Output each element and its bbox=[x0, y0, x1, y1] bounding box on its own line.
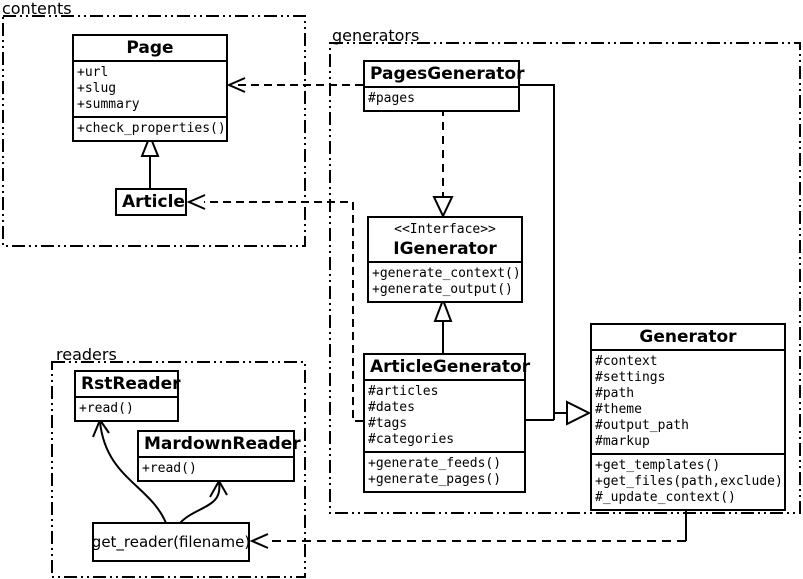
class-generator-title: Generator bbox=[639, 327, 737, 347]
package-label-contents: contents bbox=[2, 0, 72, 18]
generalization-articlegenerator-igenerator-triangle bbox=[433, 297, 453, 322]
class-pagesgenerator: PagesGenerator #pages bbox=[363, 60, 525, 112]
igenerator-method-generate-context: +generate_context() bbox=[372, 266, 521, 281]
class-generator-methods: +get_templates() +get_files(path,exclude… bbox=[592, 453, 784, 509]
page-attr-summary: +summary bbox=[77, 97, 140, 112]
class-markdownreader: MardownReader +read() bbox=[137, 430, 301, 482]
class-rstreader: RstReader +read() bbox=[74, 370, 181, 422]
dependency-generator-getreader-arrowhead bbox=[249, 533, 269, 549]
class-igenerator-stereotype: <<Interface>> bbox=[394, 222, 496, 237]
class-article-title: Article bbox=[122, 192, 185, 212]
dependency-articlegenerator-article-line bbox=[204, 201, 363, 422]
package-border-readers bbox=[51, 361, 306, 578]
page-method-check-properties: +check_properties() bbox=[77, 121, 226, 136]
articlegenerator-method-generate-feeds: +generate_feeds() bbox=[368, 456, 502, 471]
page-attr-slug: +slug bbox=[77, 81, 117, 96]
articlegenerator-attr-tags: #tags bbox=[368, 416, 408, 431]
class-rstreader-title: RstReader bbox=[81, 374, 181, 394]
articlegenerator-attr-dates: #dates bbox=[368, 400, 415, 415]
class-generator: Generator #context #settings #path #them… bbox=[590, 323, 786, 511]
class-page: Page +url +slug +summary +check_properti… bbox=[72, 34, 228, 142]
class-page-methods: +check_properties() bbox=[74, 116, 226, 140]
arrow-getreader-markdownreader-curve bbox=[179, 482, 221, 524]
generator-method-update-context: #_update_context() bbox=[595, 490, 736, 505]
generator-method-get-files: +get_files(path,exclude) bbox=[595, 474, 783, 489]
class-article: Article bbox=[115, 188, 187, 216]
dependency-articlegenerator-article-arrowhead bbox=[186, 194, 206, 210]
generalization-generators-generator-line bbox=[520, 84, 566, 421]
class-pagesgenerator-attributes: #pages bbox=[365, 86, 518, 110]
arrow-getreader-rstreader-curve bbox=[99, 421, 167, 524]
class-articlegenerator: ArticleGenerator #articles #dates #tags … bbox=[363, 353, 531, 493]
class-articlegenerator-attributes: #articles #dates #tags #categories bbox=[365, 379, 524, 451]
generator-attr-theme: #theme bbox=[595, 402, 642, 417]
class-generator-attributes: #context #settings #path #theme #output_… bbox=[592, 349, 784, 453]
generalization-generators-generator-triangle bbox=[566, 400, 592, 426]
class-markdownreader-title: MardownReader bbox=[144, 434, 301, 454]
package-label-readers: readers bbox=[56, 345, 117, 364]
package-border-generators bbox=[329, 42, 801, 514]
generator-method-get-templates: +get_templates() bbox=[595, 458, 721, 473]
dependency-pagesgenerator-page-arrowhead bbox=[226, 77, 246, 93]
class-pagesgenerator-title: PagesGenerator bbox=[370, 64, 525, 84]
class-articlegenerator-title: ArticleGenerator bbox=[370, 357, 531, 377]
articlegenerator-attr-articles: #articles bbox=[368, 384, 439, 399]
class-rstreader-methods: +read() bbox=[76, 396, 177, 420]
pagesgenerator-attr-pages: #pages bbox=[368, 91, 415, 106]
markdownreader-method-read: +read() bbox=[142, 461, 197, 476]
get-reader-label: get_reader(filename) bbox=[91, 533, 251, 551]
class-page-title: Page bbox=[126, 38, 174, 58]
generator-attr-settings: #settings bbox=[595, 370, 666, 385]
page-attr-url: +url bbox=[77, 65, 109, 80]
class-page-attributes: +url +slug +summary bbox=[74, 60, 226, 116]
package-border-contents bbox=[2, 15, 306, 247]
class-igenerator: <<Interface>> IGenerator +generate_conte… bbox=[367, 216, 523, 303]
get-reader-box: get_reader(filename) bbox=[92, 522, 250, 562]
generalization-article-page-triangle bbox=[140, 133, 160, 157]
generator-attr-context: #context bbox=[595, 354, 658, 369]
package-label-generators: generators bbox=[332, 26, 420, 45]
class-igenerator-title: IGenerator bbox=[393, 239, 497, 259]
generator-attr-path: #path bbox=[595, 386, 635, 401]
articlegenerator-attr-categories: #categories bbox=[368, 432, 455, 447]
class-articlegenerator-methods: +generate_feeds() +generate_pages() bbox=[365, 451, 524, 491]
generator-attr-markup: #markup bbox=[595, 434, 650, 449]
rstreader-method-read: +read() bbox=[79, 401, 134, 416]
articlegenerator-method-generate-pages: +generate_pages() bbox=[368, 472, 502, 487]
class-markdownreader-methods: +read() bbox=[139, 456, 293, 480]
realization-pagesgenerator-igenerator-triangle bbox=[432, 196, 454, 219]
generator-attr-output-path: #output_path bbox=[595, 418, 689, 433]
igenerator-method-generate-output: +generate_output() bbox=[372, 282, 513, 297]
class-igenerator-methods: +generate_context() +generate_output() bbox=[369, 261, 521, 301]
